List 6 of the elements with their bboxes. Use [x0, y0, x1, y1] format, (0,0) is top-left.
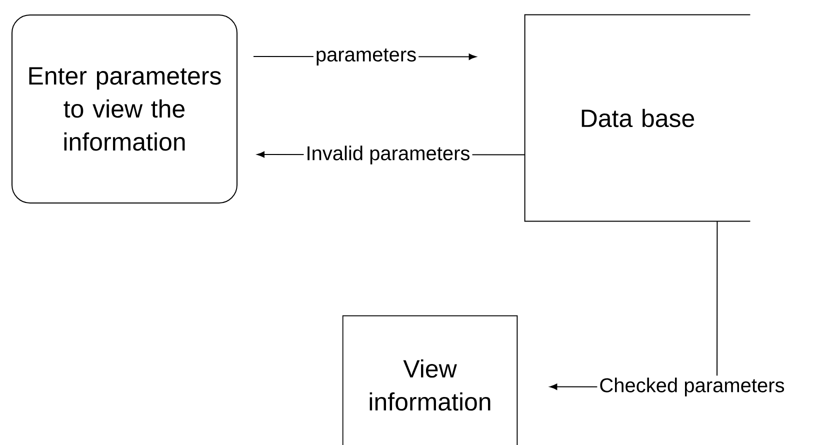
data-store-box: Data base — [524, 14, 751, 222]
edge-label: parameters — [313, 46, 419, 68]
output-box: View information — [342, 315, 518, 445]
edge-label: Checked parameters — [597, 376, 787, 398]
process-box: Enter parameters to view the information — [12, 14, 238, 204]
edge-label: Invalid parameters — [304, 144, 472, 166]
